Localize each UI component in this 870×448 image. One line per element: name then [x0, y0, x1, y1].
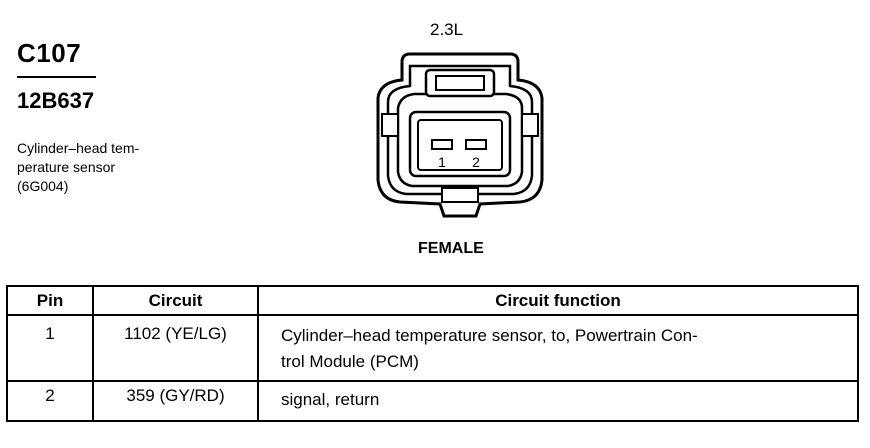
- connector-face-drawing: 1 2: [376, 52, 544, 218]
- function-line: Cylinder–head temperature sensor, to, Po…: [281, 326, 698, 345]
- circuit-cell: 1102 (YE/LG): [92, 314, 259, 382]
- description-line-2: perature sensor: [17, 159, 116, 175]
- pin-terminal-2: [465, 139, 487, 150]
- column-header-circuit: Circuit: [92, 285, 259, 316]
- part-number: 12B637: [17, 88, 95, 113]
- table-row: 2 359 (GY/RD) signal, return: [6, 380, 859, 422]
- connector-description: Cylinder–head tem- perature sensor (6G00…: [17, 139, 139, 196]
- function-cell: signal, return: [257, 380, 859, 422]
- pin-table: Pin Circuit Circuit function 1 1102 (YE/…: [6, 285, 859, 422]
- description-line-1: Cylinder–head tem-: [17, 140, 140, 156]
- side-ear-right: [521, 113, 539, 137]
- connector-id: C107: [17, 38, 82, 68]
- connector-id-underline: [17, 76, 96, 78]
- description-line-3: (6G004): [17, 178, 69, 194]
- column-header-function: Circuit function: [257, 285, 859, 316]
- table-header-row: Pin Circuit Circuit function: [6, 285, 859, 316]
- pin-label-1: 1: [438, 154, 446, 170]
- side-ear-left: [381, 113, 399, 137]
- connector-seal: [396, 92, 524, 188]
- pin-cavity-inner: [417, 119, 503, 171]
- connector-outer-shell: [376, 52, 544, 218]
- column-header-pin: Pin: [6, 285, 94, 316]
- pin-cell: 1: [6, 314, 94, 382]
- pin-label-2: 2: [472, 154, 480, 170]
- engine-label: 2.3L: [430, 20, 464, 39]
- pin-cell: 2: [6, 380, 94, 422]
- pin-terminal-1: [431, 139, 453, 150]
- function-cell: Cylinder–head temperature sensor, to, Po…: [257, 314, 859, 382]
- gender-label: FEMALE: [418, 240, 484, 257]
- latch-slot: [435, 75, 485, 91]
- circuit-cell: 359 (GY/RD): [92, 380, 259, 422]
- function-line: signal, return: [281, 390, 380, 409]
- bottom-key: [441, 187, 479, 203]
- function-line: trol Module (PCM): [281, 352, 419, 371]
- pin-cavity-outer: [408, 110, 512, 178]
- connector-inner-shell: [386, 64, 534, 196]
- table-row: 1 1102 (YE/LG) Cylinder–head temperature…: [6, 314, 859, 382]
